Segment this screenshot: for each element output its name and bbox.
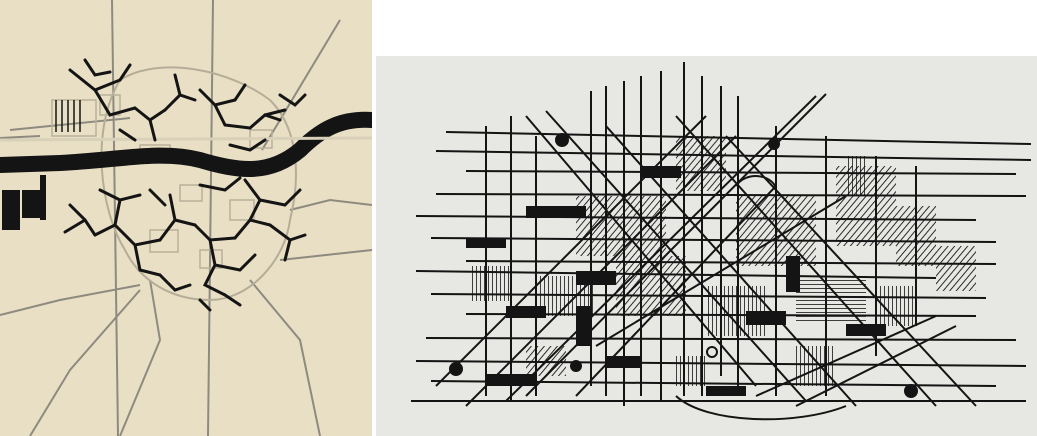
lattice-city-drawing [376,56,1037,436]
tree-city-drawing [0,0,372,436]
river-bank [0,138,372,140]
lattice-city-svg [376,56,1037,436]
paper-background [0,0,372,436]
tree-city-svg [0,0,372,436]
